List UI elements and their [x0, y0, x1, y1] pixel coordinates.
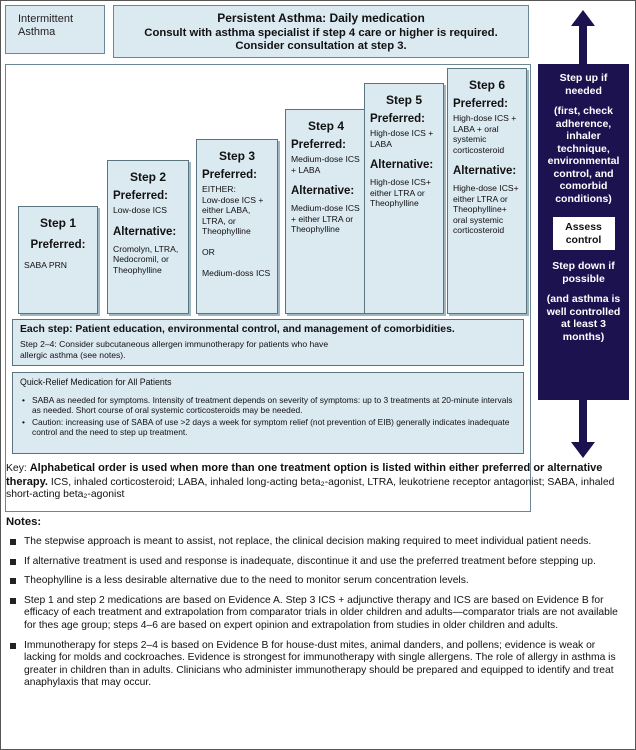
step-6-preferred: High-dose ICS + LABA + oral systemic cor… [453, 113, 517, 155]
step-1-preferred-label: Preferred: [30, 239, 86, 251]
persistent-asthma-box: Persistent Asthma: Daily medication Cons… [113, 5, 529, 58]
step-6-title: Step 6 [468, 78, 505, 92]
quick-relief-item: Caution: increasing use of SABA of use >… [20, 417, 516, 438]
step-up-arrow-icon [571, 10, 595, 70]
step-6-preferred-label: Preferred: [453, 98, 508, 110]
note-item: The stepwise approach is meant to assist… [6, 536, 628, 549]
step-down-detail: (and asthma is well controlled at least … [546, 293, 621, 343]
step-5-preferred: High-dose ICS + LABA [370, 128, 434, 149]
notes-section: Notes: The stepwise approach is meant to… [6, 516, 628, 690]
each-step-title: Each step: Patient education, environmen… [20, 324, 455, 335]
step-3-title: Step 3 [218, 149, 255, 163]
step-2-alt: Cromolyn, LTRA, Nedocromil, or Theophyll… [113, 243, 179, 275]
step-down-label: Step down if possible [552, 260, 615, 285]
step-2-alt-label: Alternative: [113, 225, 177, 238]
step-2-box: Step 2 Preferred: Low-dose ICS Alternati… [107, 160, 189, 314]
key-text: Key: Alphabetical order is used when mor… [6, 462, 630, 502]
step-up-label: Step up if needed [559, 72, 608, 97]
step-3-box: Step 3 Preferred: EITHER: Low-dose ICS +… [196, 139, 278, 314]
step-3-preferred-label: Preferred: [202, 169, 257, 181]
quick-relief-title: Quick-Relief Medication for All Patients [20, 377, 172, 387]
step-up-detail: (first, check adherence, inhaler techniq… [547, 105, 620, 205]
step-4-preferred-label: Preferred: [291, 139, 346, 151]
note-item: Step 1 and step 2 medications are based … [6, 595, 628, 633]
step-3-preferred: EITHER: Low-dose ICS + either LABA, LTRA… [202, 184, 271, 278]
step-4-title: Step 4 [307, 119, 344, 133]
step-1-preferred: SABA PRN [24, 260, 67, 270]
quick-relief-item: SABA as needed for symptoms. Intensity o… [20, 395, 516, 416]
intermittent-asthma-box: Intermittent Asthma [5, 5, 105, 54]
note-item: If alternative treatment is used and res… [6, 556, 628, 569]
step-6-box: Step 6 Preferred: High-dose ICS + LABA +… [447, 68, 527, 314]
step-6-alt: Highe-dose ICS+ either LTRA or Theophyll… [453, 183, 519, 235]
quick-relief-box: Quick-Relief Medication for All Patients… [12, 372, 524, 454]
step-4-preferred: Medium-dose ICS + LABA [291, 154, 360, 175]
step-5-box: Step 5 Preferred: High-dose ICS + LABA A… [364, 83, 444, 314]
step-2-preferred: Low-dose ICS [113, 205, 167, 215]
key-abbreviations: ICS, inhaled corticosteroid; LABA, inhal… [6, 476, 615, 501]
persistent-line2: Consider consultation at step 3. [235, 40, 407, 52]
key-prefix: Key: [6, 463, 30, 474]
step-2-preferred-label: Preferred: [113, 190, 168, 202]
quick-relief-list: SABA as needed for symptoms. Intensity o… [20, 395, 516, 437]
step-5-title: Step 5 [385, 93, 422, 107]
note-item: Immunotherapy for steps 2–4 is based on … [6, 640, 628, 690]
step-2-title: Step 2 [129, 170, 166, 184]
step-4-alt-label: Alternative: [291, 185, 355, 197]
step-adjust-rail: Step up if needed (first, check adherenc… [538, 64, 629, 400]
step-4-box: Step 4 Preferred: Medium-dose ICS + LABA… [285, 109, 367, 314]
intermittent-asthma-label: Intermittent Asthma [18, 13, 74, 38]
assess-control-box: Assess control [552, 217, 615, 250]
each-step-box: Each step: Patient education, environmen… [12, 319, 524, 366]
step-5-alt: High-dose ICS+ either LTRA or Theophylli… [370, 177, 431, 208]
notes-list: The stepwise approach is meant to assist… [6, 536, 628, 690]
persistent-title: Persistent Asthma: Daily medication [217, 11, 425, 25]
notes-title: Notes: [6, 516, 42, 528]
each-step-text: Step 2–4: Consider subcutaneous allergen… [20, 339, 329, 360]
step-4-alt: Medium-dose ICS + either LTRA or Theophy… [291, 203, 360, 234]
note-item: Theophylline is a less desirable alterna… [6, 575, 628, 588]
step-1-box: Step 1 Preferred: SABA PRN [18, 206, 98, 314]
step-6-alt-label: Alternative: [453, 165, 517, 177]
step-1-title: Step 1 [39, 216, 76, 230]
persistent-line1: Consult with asthma specialist if step 4… [144, 27, 498, 39]
step-5-preferred-label: Preferred: [370, 113, 425, 125]
step-down-arrow-icon [571, 398, 595, 458]
assess-control-label: Assess control [565, 221, 602, 246]
step-5-alt-label: Alternative: [370, 159, 434, 171]
key-bold: Alphabetical order is used when more tha… [6, 462, 603, 488]
